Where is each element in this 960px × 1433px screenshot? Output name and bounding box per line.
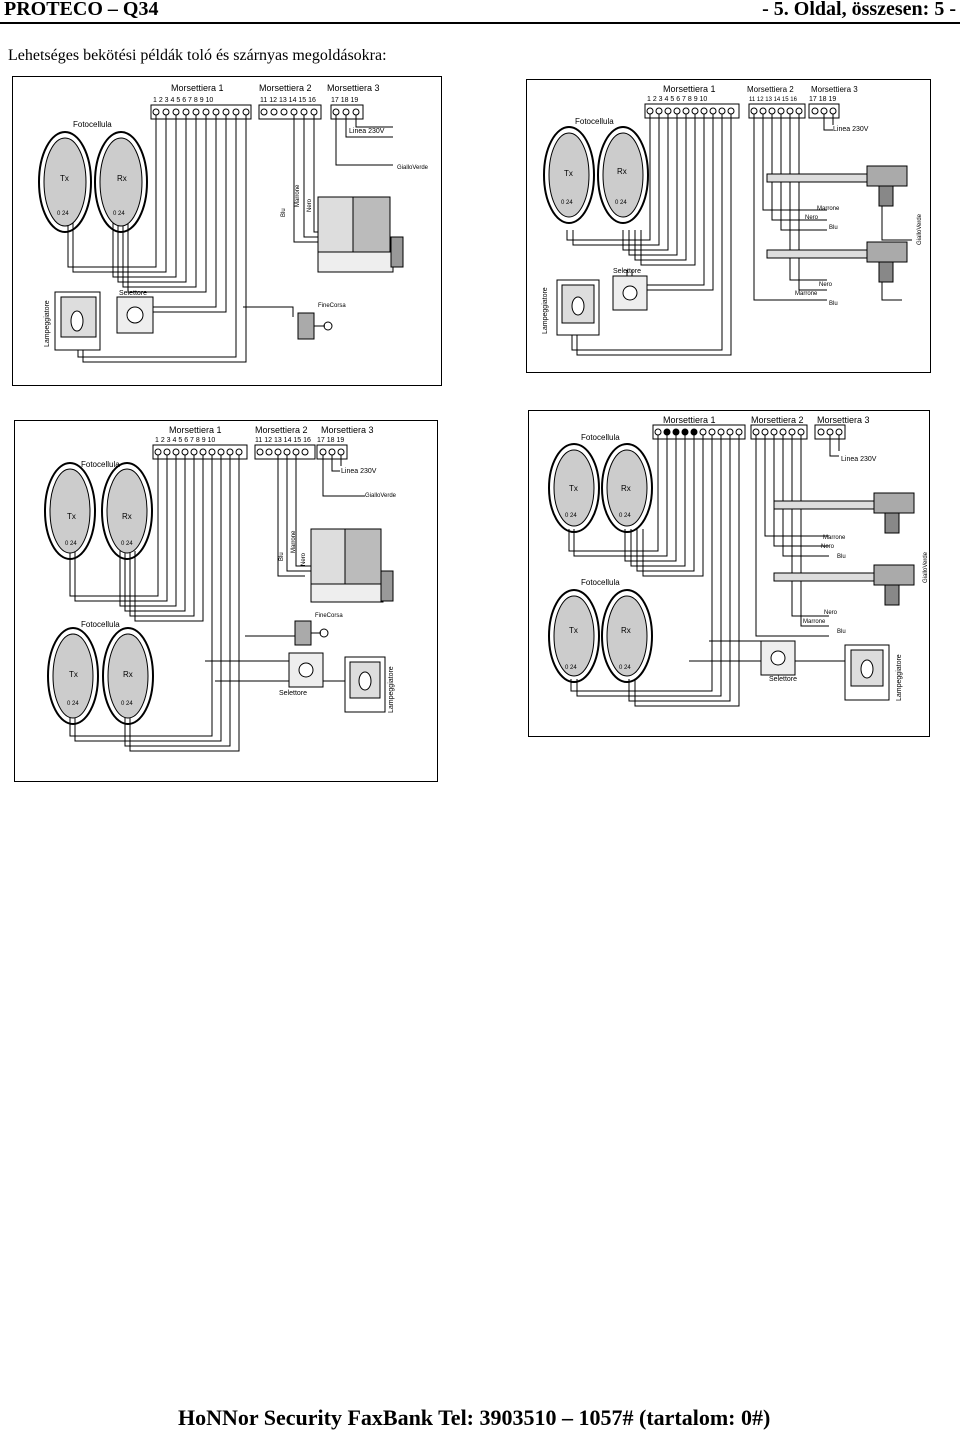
label-024-rx-1: 0 24 xyxy=(619,513,631,519)
terminal-numbers-3: 17 18 19 xyxy=(809,96,836,103)
label-lampeggiatore: Lampeggiatore xyxy=(896,654,903,701)
label-blu-a: Blu xyxy=(829,225,838,231)
terminal-numbers-2: 11 12 13 14 15 16 xyxy=(260,97,316,104)
diagram-swing-single: Morsettiera 1 Morsettiera 2 Morsettiera … xyxy=(526,79,931,373)
label-marrone: Marrone xyxy=(291,530,297,553)
label-rx: Rx xyxy=(617,167,627,176)
label-nero: Nero xyxy=(301,552,307,566)
label-nero-b: Nero xyxy=(824,610,838,616)
label-024-tx: 0 24 xyxy=(561,200,573,206)
terminal-numbers-1: 1 2 3 4 5 6 7 8 9 10 xyxy=(155,437,215,444)
label-024-tx-2: 0 24 xyxy=(67,701,79,707)
document-title: PROTECO – Q34 xyxy=(4,0,159,20)
label-morsettiera-3: Morsettiera 3 xyxy=(811,85,858,94)
label-rx: Rx xyxy=(117,174,127,183)
label-rx-1: Rx xyxy=(122,512,132,521)
label-tx: Tx xyxy=(564,169,573,178)
label-024-tx-1: 0 24 xyxy=(565,513,577,519)
label-morsettiera-2: Morsettiera 2 xyxy=(259,83,312,93)
label-finecorsa: FineCorsa xyxy=(315,613,343,619)
terminal-numbers-1: 1 2 3 4 5 6 7 8 9 10 xyxy=(153,97,213,104)
label-morsettiera-1: Morsettiera 1 xyxy=(663,415,716,425)
label-024-tx: 0 24 xyxy=(57,211,69,217)
label-fotocellula-1: Fotocellula xyxy=(81,460,120,469)
label-morsettiera-3: Morsettiera 3 xyxy=(327,83,380,93)
label-selettore: Selettore xyxy=(119,290,147,297)
label-linea: Linea 230V xyxy=(349,128,385,135)
label-linea: Linea 230V xyxy=(841,456,877,463)
label-gialloverde: GialloVerde xyxy=(917,213,923,245)
label-024-rx: 0 24 xyxy=(615,200,627,206)
label-lampeggiatore: Lampeggiatore xyxy=(388,666,395,713)
page-counter: - 5. Oldal, összesen: 5 - xyxy=(762,0,956,20)
label-024-tx-1: 0 24 xyxy=(65,541,77,547)
label-linea: Linea 230V xyxy=(341,468,377,475)
label-fotocellula: Fotocellula xyxy=(575,117,614,126)
label-tx: Tx xyxy=(60,174,69,183)
diagram-sliding-double: Morsettiera 1 Morsettiera 2 Morsettiera … xyxy=(14,420,438,782)
terminal-numbers-2: 11 12 13 14 15 16 xyxy=(255,437,311,444)
label-024-rx-2: 0 24 xyxy=(619,665,631,671)
label-lampeggiatore: Lampeggiatore xyxy=(44,300,51,347)
terminal-numbers-2: 11 12 13 14 15 16 xyxy=(749,97,798,103)
label-rx-1: Rx xyxy=(621,484,631,493)
terminal-numbers-3: 17 18 19 xyxy=(317,437,344,444)
label-blu-b: Blu xyxy=(837,629,846,635)
page-header: PROTECO – Q34 - 5. Oldal, összesen: 5 - xyxy=(0,0,960,24)
label-nero: Nero xyxy=(307,198,313,212)
label-blu: Blu xyxy=(281,208,287,217)
label-tx-1: Tx xyxy=(67,512,76,521)
label-tx-1: Tx xyxy=(569,484,578,493)
label-blu-b: Blu xyxy=(829,301,838,307)
terminal-numbers-3: 17 18 19 xyxy=(331,97,358,104)
label-gialloverde: GialloVerde xyxy=(923,551,929,583)
label-nero-a: Nero xyxy=(821,544,835,550)
label-morsettiera-3: Morsettiera 3 xyxy=(817,415,870,425)
label-morsettiera-2: Morsettiera 2 xyxy=(255,425,308,435)
label-marrone-a: Marrone xyxy=(823,535,846,541)
label-024-tx-2: 0 24 xyxy=(565,665,577,671)
terminal-numbers-1: 1 2 3 4 5 6 7 8 9 10 xyxy=(647,96,707,103)
intro-text: Lehetséges bekötési példák toló és szárn… xyxy=(8,47,387,64)
label-morsettiera-1: Morsettiera 1 xyxy=(663,84,716,94)
label-tx-2: Tx xyxy=(69,670,78,679)
label-fotocellula: Fotocellula xyxy=(73,120,112,129)
label-gialloverde: GialloVerde xyxy=(365,493,397,499)
label-fotocellula-2: Fotocellula xyxy=(81,620,120,629)
label-morsettiera-1: Morsettiera 1 xyxy=(171,83,224,93)
diagram-swing-double: Morsettiera 1 Morsettiera 2 Morsettiera … xyxy=(528,410,930,737)
label-morsettiera-1: Morsettiera 1 xyxy=(169,425,222,435)
label-marrone-b: Marrone xyxy=(803,619,826,625)
label-blu-a: Blu xyxy=(837,554,846,560)
label-nero-b: Nero xyxy=(819,282,833,288)
label-marrone: Marrone xyxy=(295,184,301,207)
label-024-rx-2: 0 24 xyxy=(121,701,133,707)
label-morsettiera-2: Morsettiera 2 xyxy=(751,415,804,425)
label-lampeggiatore: Lampeggiatore xyxy=(542,287,549,334)
label-finecorsa: FineCorsa xyxy=(318,303,346,309)
label-linea: Linea 230V xyxy=(833,126,869,133)
label-nero-a: Nero xyxy=(805,215,819,221)
label-024-rx-1: 0 24 xyxy=(121,541,133,547)
label-selettore: Selettore xyxy=(613,268,641,275)
label-morsettiera-2: Morsettiera 2 xyxy=(747,85,794,94)
label-rx-2: Rx xyxy=(621,626,631,635)
diagram-sliding-single: Morsettiera 1 Morsettiera 2 Morsettiera … xyxy=(12,76,442,386)
label-morsettiera-3: Morsettiera 3 xyxy=(321,425,374,435)
label-fotocellula-2: Fotocellula xyxy=(581,578,620,587)
label-marrone-b: Marrone xyxy=(795,291,818,297)
label-selettore: Selettore xyxy=(279,690,307,697)
label-gialloverde: GialloVerde xyxy=(397,165,429,171)
label-tx-2: Tx xyxy=(569,626,578,635)
label-blu: Blu xyxy=(279,552,285,561)
label-selettore: Selettore xyxy=(769,676,797,683)
label-fotocellula-1: Fotocellula xyxy=(581,433,620,442)
label-marrone-a: Marrone xyxy=(817,206,840,212)
label-rx-2: Rx xyxy=(123,670,133,679)
label-024-rx: 0 24 xyxy=(113,211,125,217)
page-footer: HoNNor Security FaxBank Tel: 3903510 – 1… xyxy=(178,1405,771,1430)
